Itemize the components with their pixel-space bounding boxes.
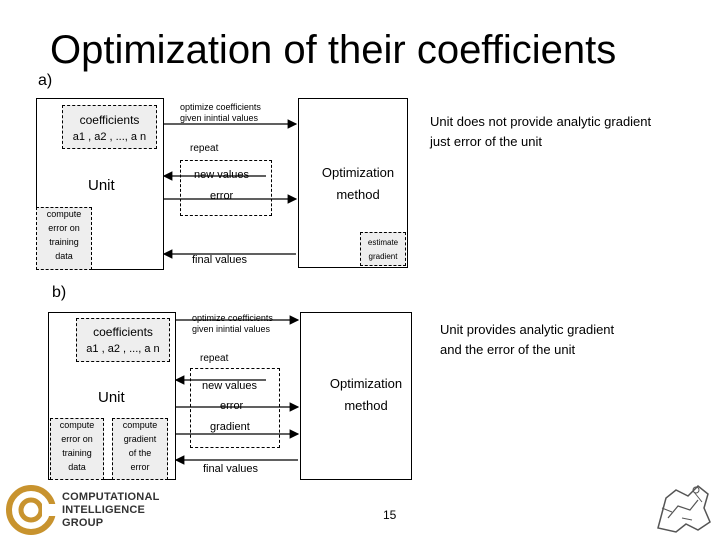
b-optimization-box <box>300 312 412 480</box>
a-new-values-label: new values <box>194 169 250 181</box>
b-compute-error-box <box>50 418 104 480</box>
b-repeat-box <box>190 368 280 448</box>
a-init-text: optimize coefficients <box>180 102 261 112</box>
b-compute-gradient-line: compute <box>122 420 158 430</box>
cig-logo-icon <box>6 485 58 535</box>
a-error-label: error <box>210 190 234 202</box>
b-compute-gradient-line: of the <box>128 448 152 458</box>
b-init-text: optimize coefficients <box>192 313 273 323</box>
a-final-values-label: final values <box>192 254 248 266</box>
a-coefficients-label: coefficients <box>79 113 140 127</box>
a-compute-error-line: compute <box>46 209 82 219</box>
b-error-label: error <box>220 400 244 412</box>
a-coefficients-formula: a1 , a2 , ..., a n <box>72 131 147 143</box>
b-compute-error-line: data <box>68 462 86 472</box>
b-note-line: and the error of the unit <box>440 342 576 357</box>
b-gradient-label: gradient <box>210 421 250 433</box>
a-optimization-label: Optimization <box>321 165 395 180</box>
a-compute-error-line: data <box>55 251 73 261</box>
a-estimate-gradient-box <box>360 232 406 266</box>
b-optimization-label: Optimization <box>329 376 403 391</box>
b-compute-error-line: compute <box>59 420 95 430</box>
b-note-line: Unit provides analytic gradient <box>440 322 615 337</box>
a-method-label: method <box>336 187 380 202</box>
a-compute-error-box <box>36 207 92 270</box>
b-method-label: method <box>344 398 388 413</box>
b-compute-gradient-line: gradient <box>123 434 157 444</box>
a-unit-label: Unit <box>88 177 115 194</box>
a-compute-error-line: error on <box>48 223 80 233</box>
b-coefficients-box <box>76 318 170 362</box>
a-gradient-label: gradient <box>368 252 398 261</box>
b-coefficients-label: coefficients <box>93 325 153 339</box>
logo-text-line: INTELLIGENCE <box>62 504 146 516</box>
b-final-values-label: final values <box>203 463 259 475</box>
cig-logo: COMPUTATIONAL INTELLIGENCE GROUP <box>4 484 174 536</box>
logo-text-line: GROUP <box>62 517 104 529</box>
b-compute-error-line: error on <box>61 434 93 444</box>
logo-text-line: COMPUTATIONAL <box>62 491 160 503</box>
b-compute-gradient-box <box>112 418 168 480</box>
part-a-label: a) <box>38 72 53 89</box>
a-coefficients-box <box>62 105 157 149</box>
a-estimate-label: estimate <box>367 238 399 247</box>
university-emblem-icon <box>657 484 711 533</box>
page-number: 15 <box>383 508 397 522</box>
a-compute-error-line: training <box>49 237 79 247</box>
page-title: Optimization of their coefficients <box>50 28 617 72</box>
b-repeat-label: repeat <box>200 353 229 364</box>
b-compute-gradient-line: error <box>130 462 150 472</box>
b-coefficients-formula: a1 , a2 , ..., a n <box>86 343 160 355</box>
a-optimization-box <box>298 98 408 268</box>
part-b-label: b) <box>52 284 67 301</box>
b-compute-error-line: training <box>62 448 92 458</box>
a-note-line: just error of the unit <box>430 134 542 149</box>
a-note-line: Unit does not provide analytic gradient <box>430 114 652 129</box>
b-init-text: given inintial values <box>192 324 271 334</box>
a-unit-box <box>36 98 164 270</box>
b-unit-label: Unit <box>98 389 125 406</box>
a-repeat-box <box>180 160 272 216</box>
a-init-text: given inintial values <box>180 113 259 123</box>
a-repeat-label: repeat <box>190 143 219 154</box>
b-new-values-label: new values <box>202 380 258 392</box>
